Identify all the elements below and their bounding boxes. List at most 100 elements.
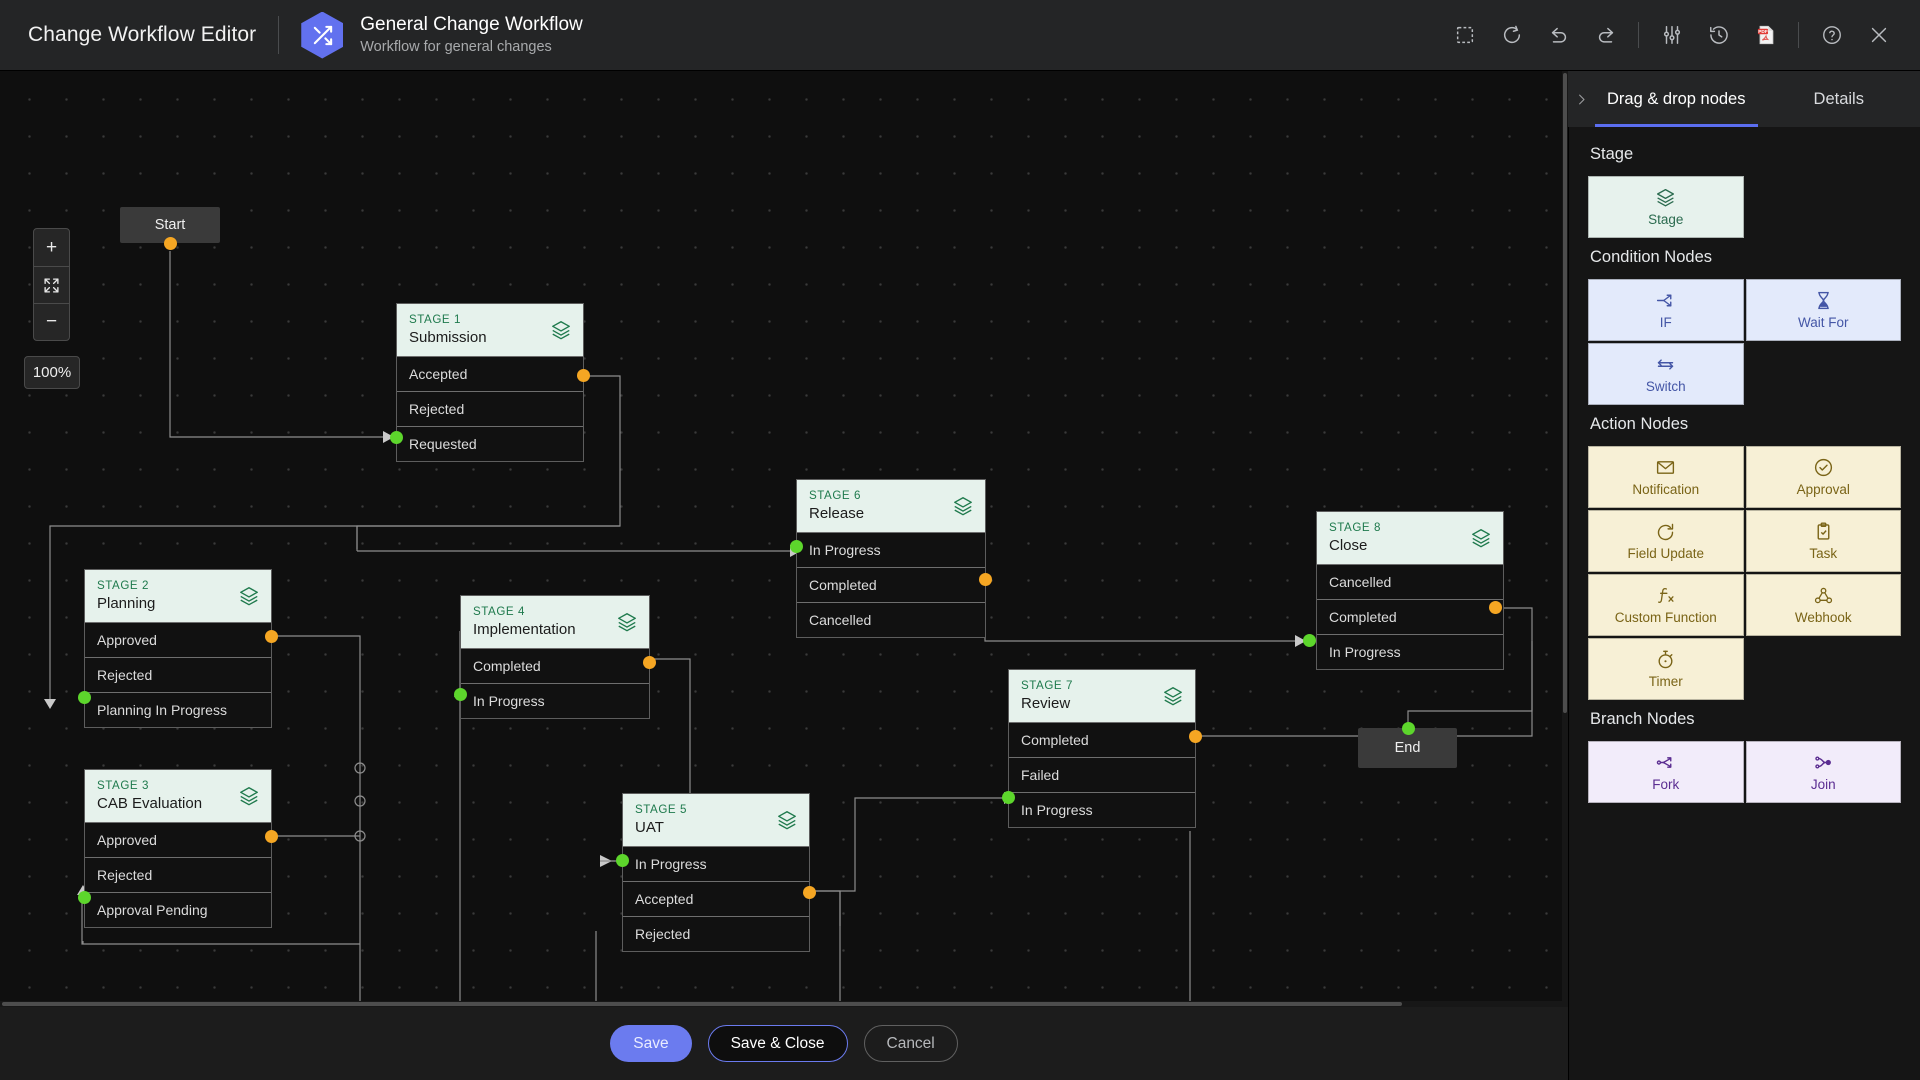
stage-node-3-input-port[interactable] — [78, 891, 91, 904]
end-node[interactable]: End — [1358, 728, 1457, 768]
stage-node-2-output-port[interactable] — [265, 630, 278, 643]
end-node-input-port[interactable] — [1402, 722, 1415, 735]
stage-node-5-row-2[interactable]: Rejected — [623, 916, 809, 951]
undo-icon[interactable] — [1535, 12, 1582, 59]
layers-icon — [616, 611, 638, 633]
history-clock-icon[interactable] — [1695, 12, 1742, 59]
fit-to-screen-button[interactable] — [34, 266, 69, 303]
stage-node-8-row-1[interactable]: Completed — [1317, 599, 1503, 634]
stage-node-8[interactable]: STAGE 8 Close Cancelled Completed In Pro… — [1316, 511, 1504, 670]
stage-node-2-row-0[interactable]: Approved — [85, 622, 271, 657]
layers-icon — [952, 495, 974, 517]
stage-node-7-row-0[interactable]: Completed — [1009, 722, 1195, 757]
help-icon[interactable] — [1808, 12, 1855, 59]
palette-item-task-label: Task — [1809, 545, 1838, 561]
refresh-circle-icon — [1655, 521, 1676, 542]
close-icon[interactable] — [1855, 12, 1902, 59]
stage-node-5[interactable]: STAGE 5 UAT In Progress Accepted Rejecte… — [622, 793, 810, 952]
palette-item-timer[interactable]: Timer — [1588, 638, 1744, 700]
stage-node-4[interactable]: STAGE 4 Implementation Completed In Prog… — [460, 595, 650, 719]
palette-item-field-update[interactable]: Field Update — [1588, 510, 1744, 572]
palette-item-wait-for[interactable]: Wait For — [1745, 279, 1901, 341]
stage-node-1-row-0[interactable]: Accepted — [397, 356, 583, 391]
settings-sliders-icon[interactable] — [1648, 12, 1695, 59]
tab-drag-drop-nodes[interactable]: Drag & drop nodes — [1595, 71, 1758, 127]
stage-node-7-output-port[interactable] — [1189, 730, 1202, 743]
palette-item-if[interactable]: IF — [1588, 279, 1744, 341]
tab-details[interactable]: Details — [1813, 89, 1864, 108]
stage-node-5-input-port[interactable] — [616, 854, 629, 867]
footer-actions: Save Save & Close Cancel — [0, 1007, 1568, 1080]
refresh-icon[interactable] — [1488, 12, 1535, 59]
zoom-in-button[interactable]: + — [45, 236, 58, 258]
stage-node-1-input-port[interactable] — [390, 431, 403, 444]
stage-node-1-row-1[interactable]: Rejected — [397, 391, 583, 426]
stage-node-6-row-0[interactable]: In Progress — [797, 532, 985, 567]
zoom-controls[interactable]: + − — [33, 228, 70, 341]
stage-node-1[interactable]: STAGE 1 Submission Accepted Rejected Req… — [396, 303, 584, 462]
layers-icon — [776, 809, 798, 831]
stage-node-6-output-port[interactable] — [979, 573, 992, 586]
stage-node-2[interactable]: STAGE 2 Planning Approved Rejected Plann… — [84, 569, 272, 728]
stage-node-7-row-1[interactable]: Failed — [1009, 757, 1195, 792]
palette-item-wait-for-label: Wait For — [1798, 314, 1849, 330]
stage-node-5-row-0[interactable]: In Progress — [623, 846, 809, 881]
stage-node-6[interactable]: STAGE 6 Release In Progress Completed Ca… — [796, 479, 986, 638]
panel-tabs: Drag & drop nodes Details — [1569, 71, 1920, 127]
stage-node-4-input-port[interactable] — [454, 688, 467, 701]
stage-node-4-output-port[interactable] — [643, 656, 656, 669]
marquee-select-icon[interactable] — [1441, 12, 1488, 59]
canvas-horizontal-scrollbar[interactable] — [0, 1001, 1568, 1007]
pdf-export-icon[interactable]: PDF — [1742, 12, 1789, 59]
canvas-vertical-scroll-thumb[interactable] — [1563, 73, 1567, 713]
stage-node-3[interactable]: STAGE 3 CAB Evaluation Approved Rejected… — [84, 769, 272, 928]
stage-node-5-row-1[interactable]: Accepted — [623, 881, 809, 916]
save-and-close-button[interactable]: Save & Close — [707, 1025, 848, 1062]
palette-item-if-label: IF — [1659, 314, 1672, 330]
save-button[interactable]: Save — [610, 1025, 692, 1062]
stage-node-2-input-port[interactable] — [78, 691, 91, 704]
palette-item-approval[interactable]: Approval — [1745, 446, 1901, 508]
stage-node-8-output-port[interactable] — [1489, 601, 1502, 614]
stage-node-1-output-port[interactable] — [577, 369, 590, 382]
stage-node-7-input-port[interactable] — [1002, 791, 1015, 804]
palette-item-task[interactable]: Task — [1745, 510, 1901, 572]
stage-node-2-row-1[interactable]: Rejected — [85, 657, 271, 692]
palette-item-custom-function[interactable]: Custom Function — [1588, 574, 1744, 636]
palette-item-stage[interactable]: Stage — [1588, 176, 1744, 238]
stage-node-6-input-port[interactable] — [790, 540, 803, 553]
stage-node-7[interactable]: STAGE 7 Review Completed Failed In Progr… — [1008, 669, 1196, 828]
stage-node-5-output-port[interactable] — [803, 886, 816, 899]
stage-node-6-row-1[interactable]: Completed — [797, 567, 985, 602]
title-divider — [278, 16, 280, 54]
palette-item-switch[interactable]: Switch — [1588, 343, 1744, 405]
redo-icon[interactable] — [1582, 12, 1629, 59]
cancel-button[interactable]: Cancel — [863, 1025, 958, 1062]
stage-node-3-row-0[interactable]: Approved — [85, 822, 271, 857]
palette-item-fork[interactable]: Fork — [1588, 741, 1744, 803]
toolbar-divider — [1638, 22, 1639, 48]
canvas-vertical-scrollbar[interactable] — [1562, 71, 1568, 1007]
palette-item-webhook-label: Webhook — [1794, 609, 1852, 625]
panel-collapse-button[interactable] — [1568, 71, 1594, 127]
stage-node-3-row-2[interactable]: Approval Pending — [85, 892, 271, 927]
palette-item-join[interactable]: Join — [1745, 741, 1901, 803]
stage-node-3-output-port[interactable] — [265, 830, 278, 843]
stage-node-7-row-2[interactable]: In Progress — [1009, 792, 1195, 827]
stage-node-8-row-0[interactable]: Cancelled — [1317, 564, 1503, 599]
zoom-level-indicator[interactable]: 100% — [24, 356, 80, 389]
canvas-horizontal-scroll-thumb[interactable] — [2, 1002, 1402, 1006]
zoom-out-button[interactable]: − — [34, 303, 69, 340]
stage-node-8-input-port[interactable] — [1303, 634, 1316, 647]
workflow-canvas[interactable]: + − 100% Start STAGE 1 Submission — [0, 71, 1568, 1007]
stage-node-6-row-2[interactable]: Cancelled — [797, 602, 985, 637]
stage-node-4-row-0[interactable]: Completed — [461, 648, 649, 683]
start-node-output-port[interactable] — [164, 237, 177, 250]
stage-node-1-row-2[interactable]: Requested — [397, 426, 583, 461]
stage-node-3-row-1[interactable]: Rejected — [85, 857, 271, 892]
palette-item-webhook[interactable]: Webhook — [1745, 574, 1901, 636]
stage-node-4-row-1[interactable]: In Progress — [461, 683, 649, 718]
palette-item-notification[interactable]: Notification — [1588, 446, 1744, 508]
stage-node-2-row-2[interactable]: Planning In Progress — [85, 692, 271, 727]
stage-node-8-row-2[interactable]: In Progress — [1317, 634, 1503, 669]
